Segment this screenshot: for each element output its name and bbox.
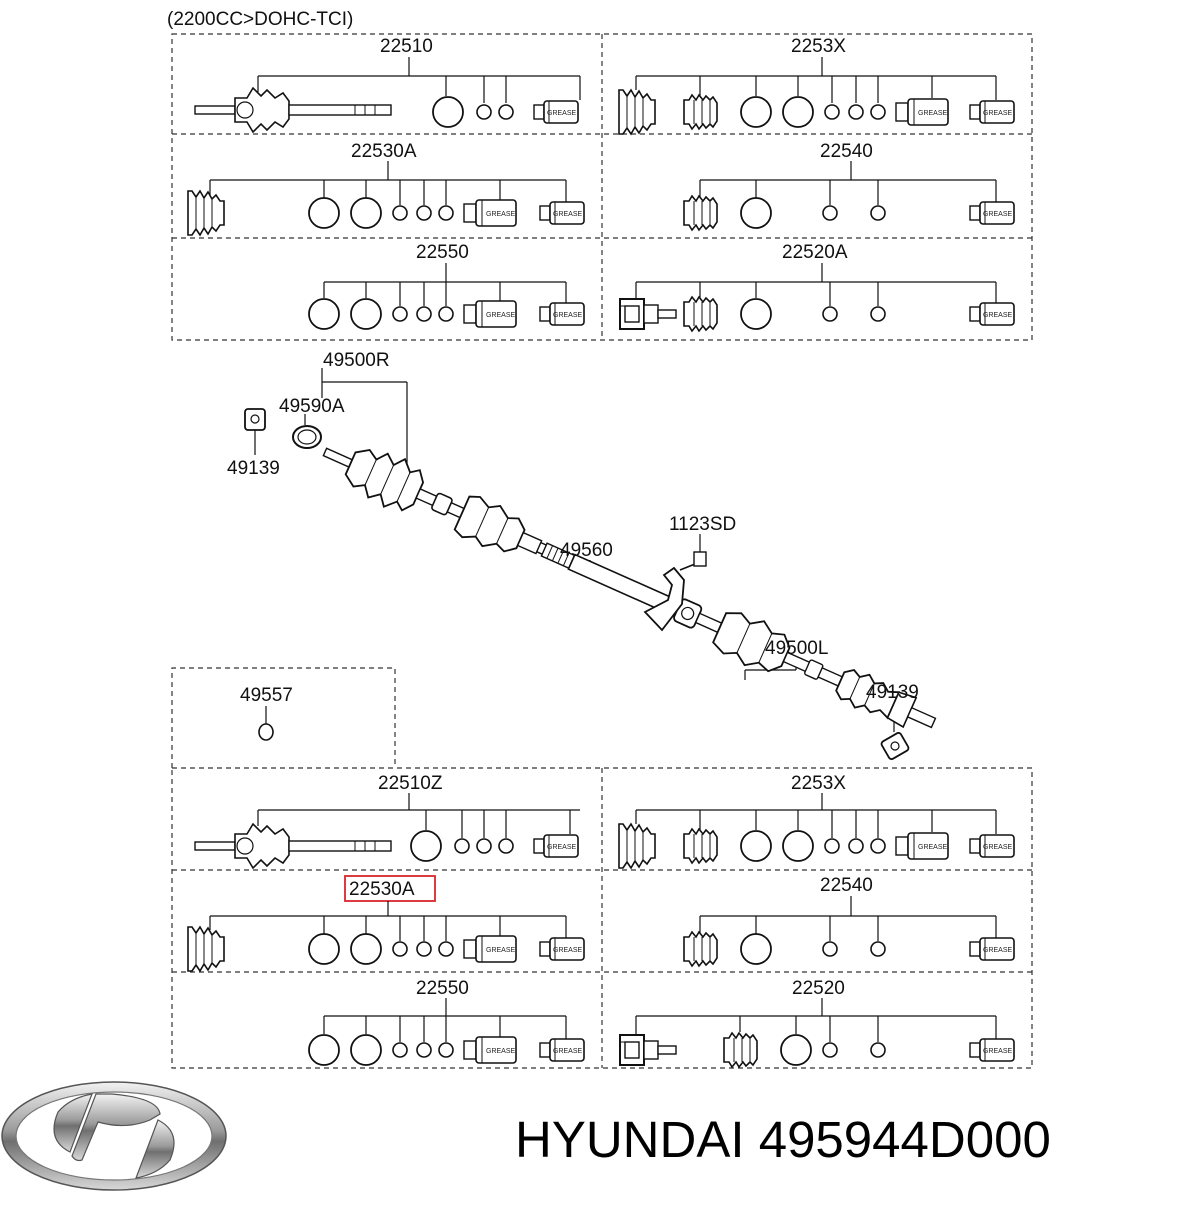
kit-cell-22540-bottom: 22540 GREASE <box>683 875 1015 967</box>
bottom-kit-grid: 22510Z GREASE 2253X <box>171 767 1033 1069</box>
kit-cell-22550-top: 22550 GREASE GREASE <box>308 242 585 330</box>
part-label-22550: 22550 <box>416 978 469 999</box>
part-label-49560: 49560 <box>560 540 613 561</box>
grease-label: GREASE <box>486 1048 516 1055</box>
part-label-22540: 22540 <box>820 875 873 896</box>
kit-cell-22520: 22520 GREASE <box>619 978 1015 1068</box>
kit-cell-2253X-bottom: 2253X GREASE GREASE <box>618 773 1015 869</box>
kit-cell-22520A: 22520A GREASE <box>619 242 1015 332</box>
nut-49139-right <box>880 732 910 760</box>
part-label-49139-left: 49139 <box>227 458 280 479</box>
hyundai-logo-icon <box>1 1081 227 1191</box>
part-label-49139-right: 49139 <box>866 682 919 703</box>
grease-label: GREASE <box>983 110 1013 117</box>
grease-label: GREASE <box>547 110 577 117</box>
part-number: 495944D000 <box>758 1111 1051 1168</box>
kit-cell-22530A-bottom: 22530A GREASE GREASE <box>187 875 585 972</box>
part-label-49500L: 49500L <box>765 638 828 659</box>
part-label-22530A: 22530A <box>351 141 417 162</box>
kit-cell-22510Z: 22510Z GREASE <box>194 773 580 869</box>
kit-cell-22510: 22510 GREASE <box>194 36 581 133</box>
grease-label: GREASE <box>486 312 516 319</box>
top-kit-grid: (2200CC>DOHC-TCI) 22510 GREASE 2253X <box>167 9 1033 341</box>
brand-name: HYUNDAI <box>515 1111 745 1168</box>
kit-cell-2253X: 2253X GREASE GREASE <box>618 36 1015 135</box>
part-label-2253X: 2253X <box>791 36 846 57</box>
ring-49590A <box>292 425 322 449</box>
bracket-arm <box>643 551 707 632</box>
part-label-49590A: 49590A <box>279 396 345 417</box>
grease-label: GREASE <box>983 1048 1013 1055</box>
grease-label: GREASE <box>983 844 1013 851</box>
part-label-22520A: 22520A <box>782 242 848 263</box>
part-label-2253X: 2253X <box>791 773 846 794</box>
engine-note: (2200CC>DOHC-TCI) <box>167 9 353 30</box>
part-label-49500R: 49500R <box>323 350 390 371</box>
kit-cell-22550-bottom: 22550 GREASE GREASE <box>308 978 585 1066</box>
part-label-22530A-highlighted: 22530A <box>349 879 415 900</box>
kit-cell-22540-top: 22540 GREASE <box>683 141 1015 231</box>
part-label-49557: 49557 <box>240 685 293 706</box>
part-label-22540: 22540 <box>820 141 873 162</box>
part-label-22510: 22510 <box>380 36 433 57</box>
part-label-22550: 22550 <box>416 242 469 263</box>
grease-label: GREASE <box>983 312 1013 319</box>
grease-label: GREASE <box>486 211 516 218</box>
grease-label: GREASE <box>486 947 516 954</box>
kit-box-49557: 49557 <box>171 667 396 768</box>
grease-label: GREASE <box>918 110 948 117</box>
footer-part-title: HYUNDAI 495944D000 <box>515 1110 1051 1169</box>
nut-49139-left <box>244 408 266 431</box>
highlight-box <box>344 875 436 902</box>
part-label-1123SD: 1123SD <box>669 514 736 535</box>
drive-shaft-assembly: 49500R 49590A 49139 1123SD 49560 49500L … <box>227 350 937 760</box>
grease-label: GREASE <box>553 312 583 319</box>
grease-label: GREASE <box>553 947 583 954</box>
grease-label: GREASE <box>547 844 577 851</box>
grease-label: GREASE <box>983 947 1013 954</box>
grease-label: GREASE <box>553 1048 583 1055</box>
grease-label: GREASE <box>918 844 948 851</box>
grease-label: GREASE <box>553 211 583 218</box>
grease-label: GREASE <box>983 211 1013 218</box>
part-label-22520: 22520 <box>792 978 845 999</box>
part-label-22510Z: 22510Z <box>378 773 443 794</box>
kit-cell-22530A-top: 22530A GREASE GREASE <box>187 141 585 236</box>
